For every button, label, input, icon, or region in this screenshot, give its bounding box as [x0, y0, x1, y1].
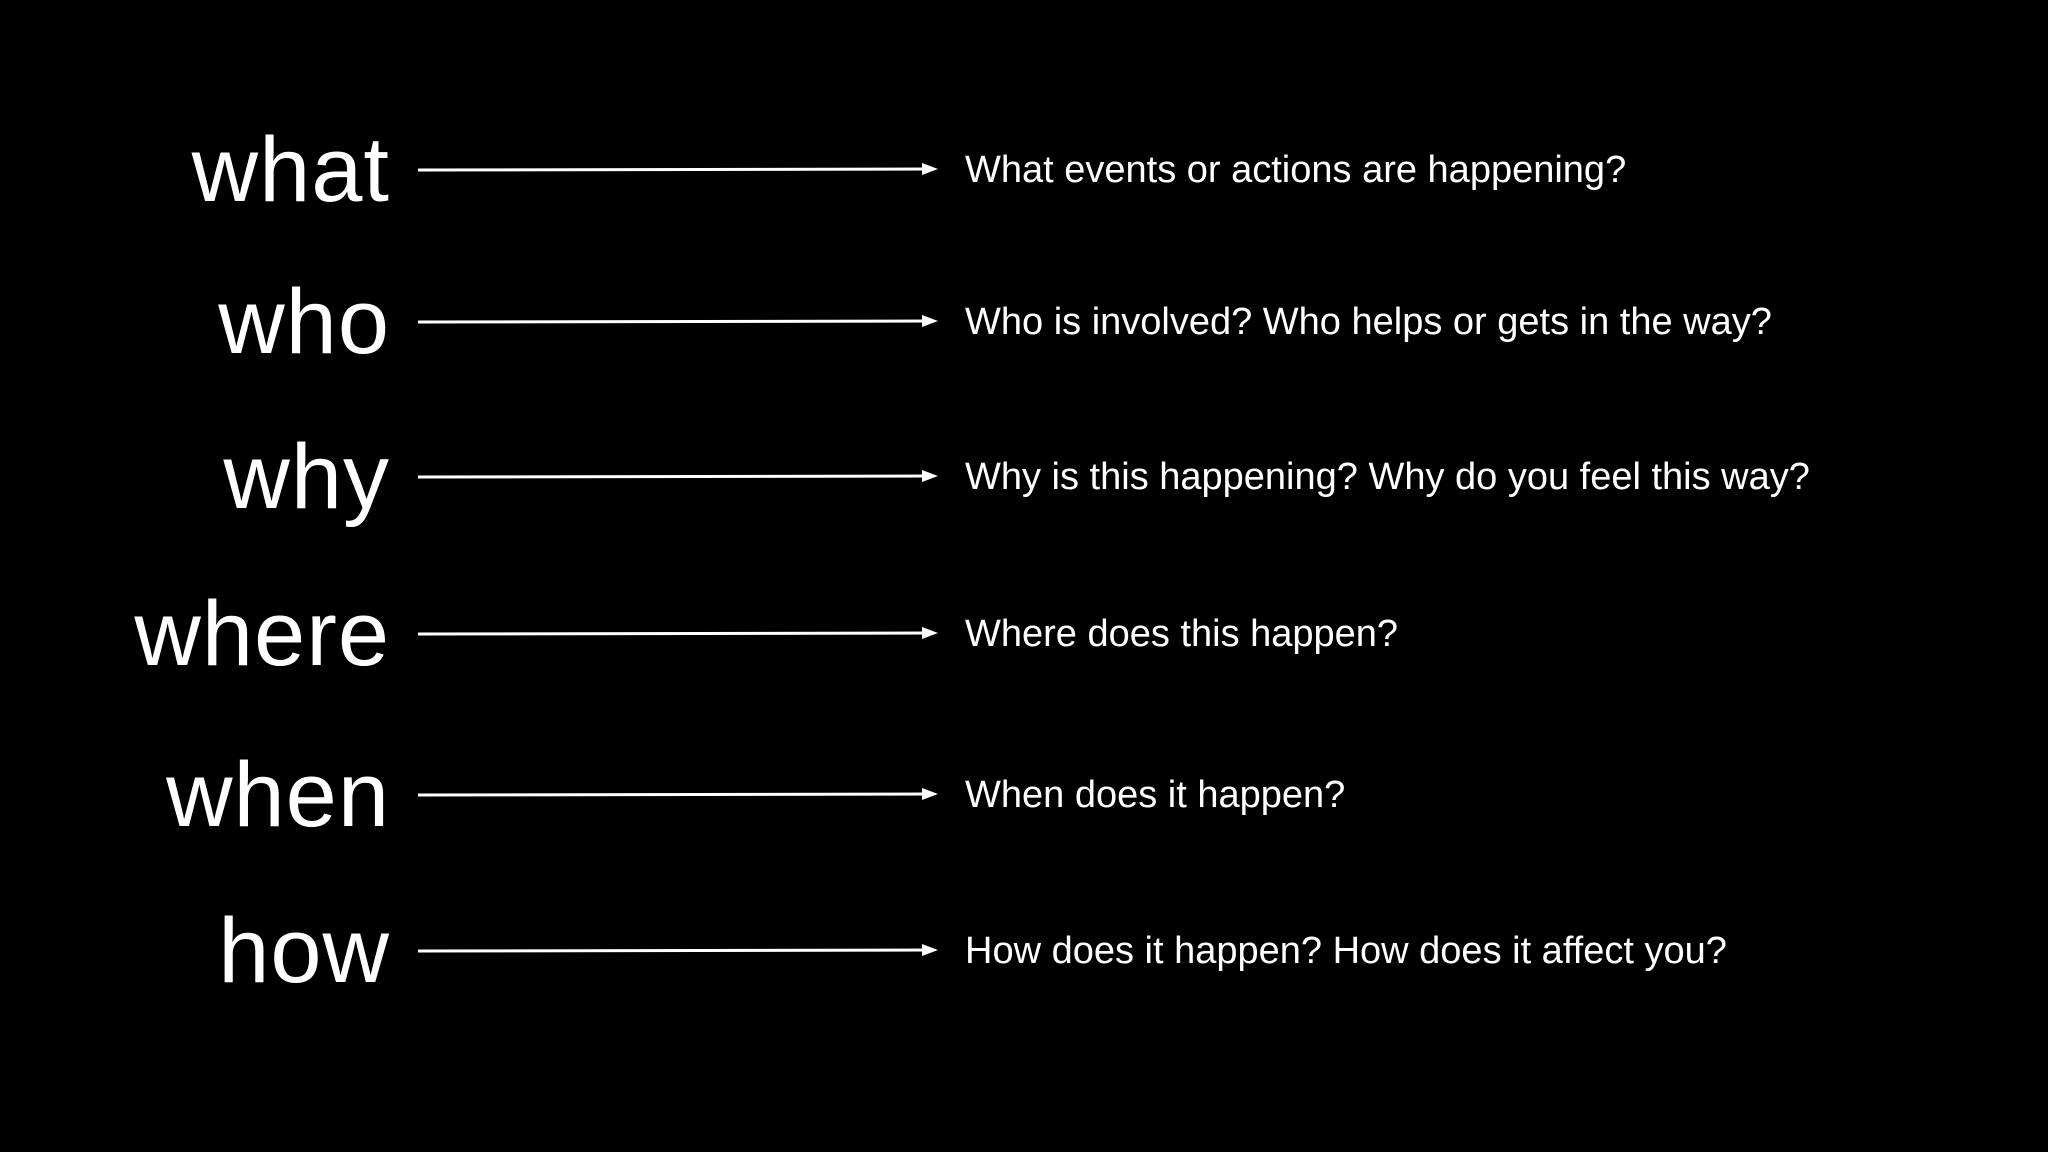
row-when: when When does it happen?	[0, 735, 2048, 855]
row-who: who Who is involved? Who helps or gets i…	[0, 262, 2048, 382]
question-when: When does it happen?	[965, 774, 1346, 816]
row-where: where Where does this happen?	[0, 574, 2048, 694]
word-when: when	[166, 744, 390, 846]
word-where: where	[134, 583, 390, 685]
arrow-icon	[418, 788, 938, 800]
word-why: why	[223, 426, 390, 528]
arrow-icon	[418, 163, 938, 175]
word-how: how	[218, 900, 390, 1002]
row-what: what What events or actions are happenin…	[0, 110, 2048, 230]
question-what: What events or actions are happening?	[965, 149, 1627, 191]
arrow-icon	[418, 944, 938, 956]
word-who: who	[218, 271, 390, 373]
row-how: how How does it happen? How does it affe…	[0, 891, 2048, 1011]
arrow-icon	[418, 470, 938, 482]
question-where: Where does this happen?	[965, 613, 1399, 655]
arrow-icon	[418, 315, 938, 327]
question-why: Why is this happening? Why do you feel t…	[965, 456, 1810, 498]
word-what: what	[191, 119, 390, 221]
arrow-icon	[418, 627, 938, 639]
question-who: Who is involved? Who helps or gets in th…	[965, 301, 1772, 343]
question-how: How does it happen? How does it affect y…	[965, 930, 1727, 972]
row-why: why Why is this happening? Why do you fe…	[0, 417, 2048, 537]
